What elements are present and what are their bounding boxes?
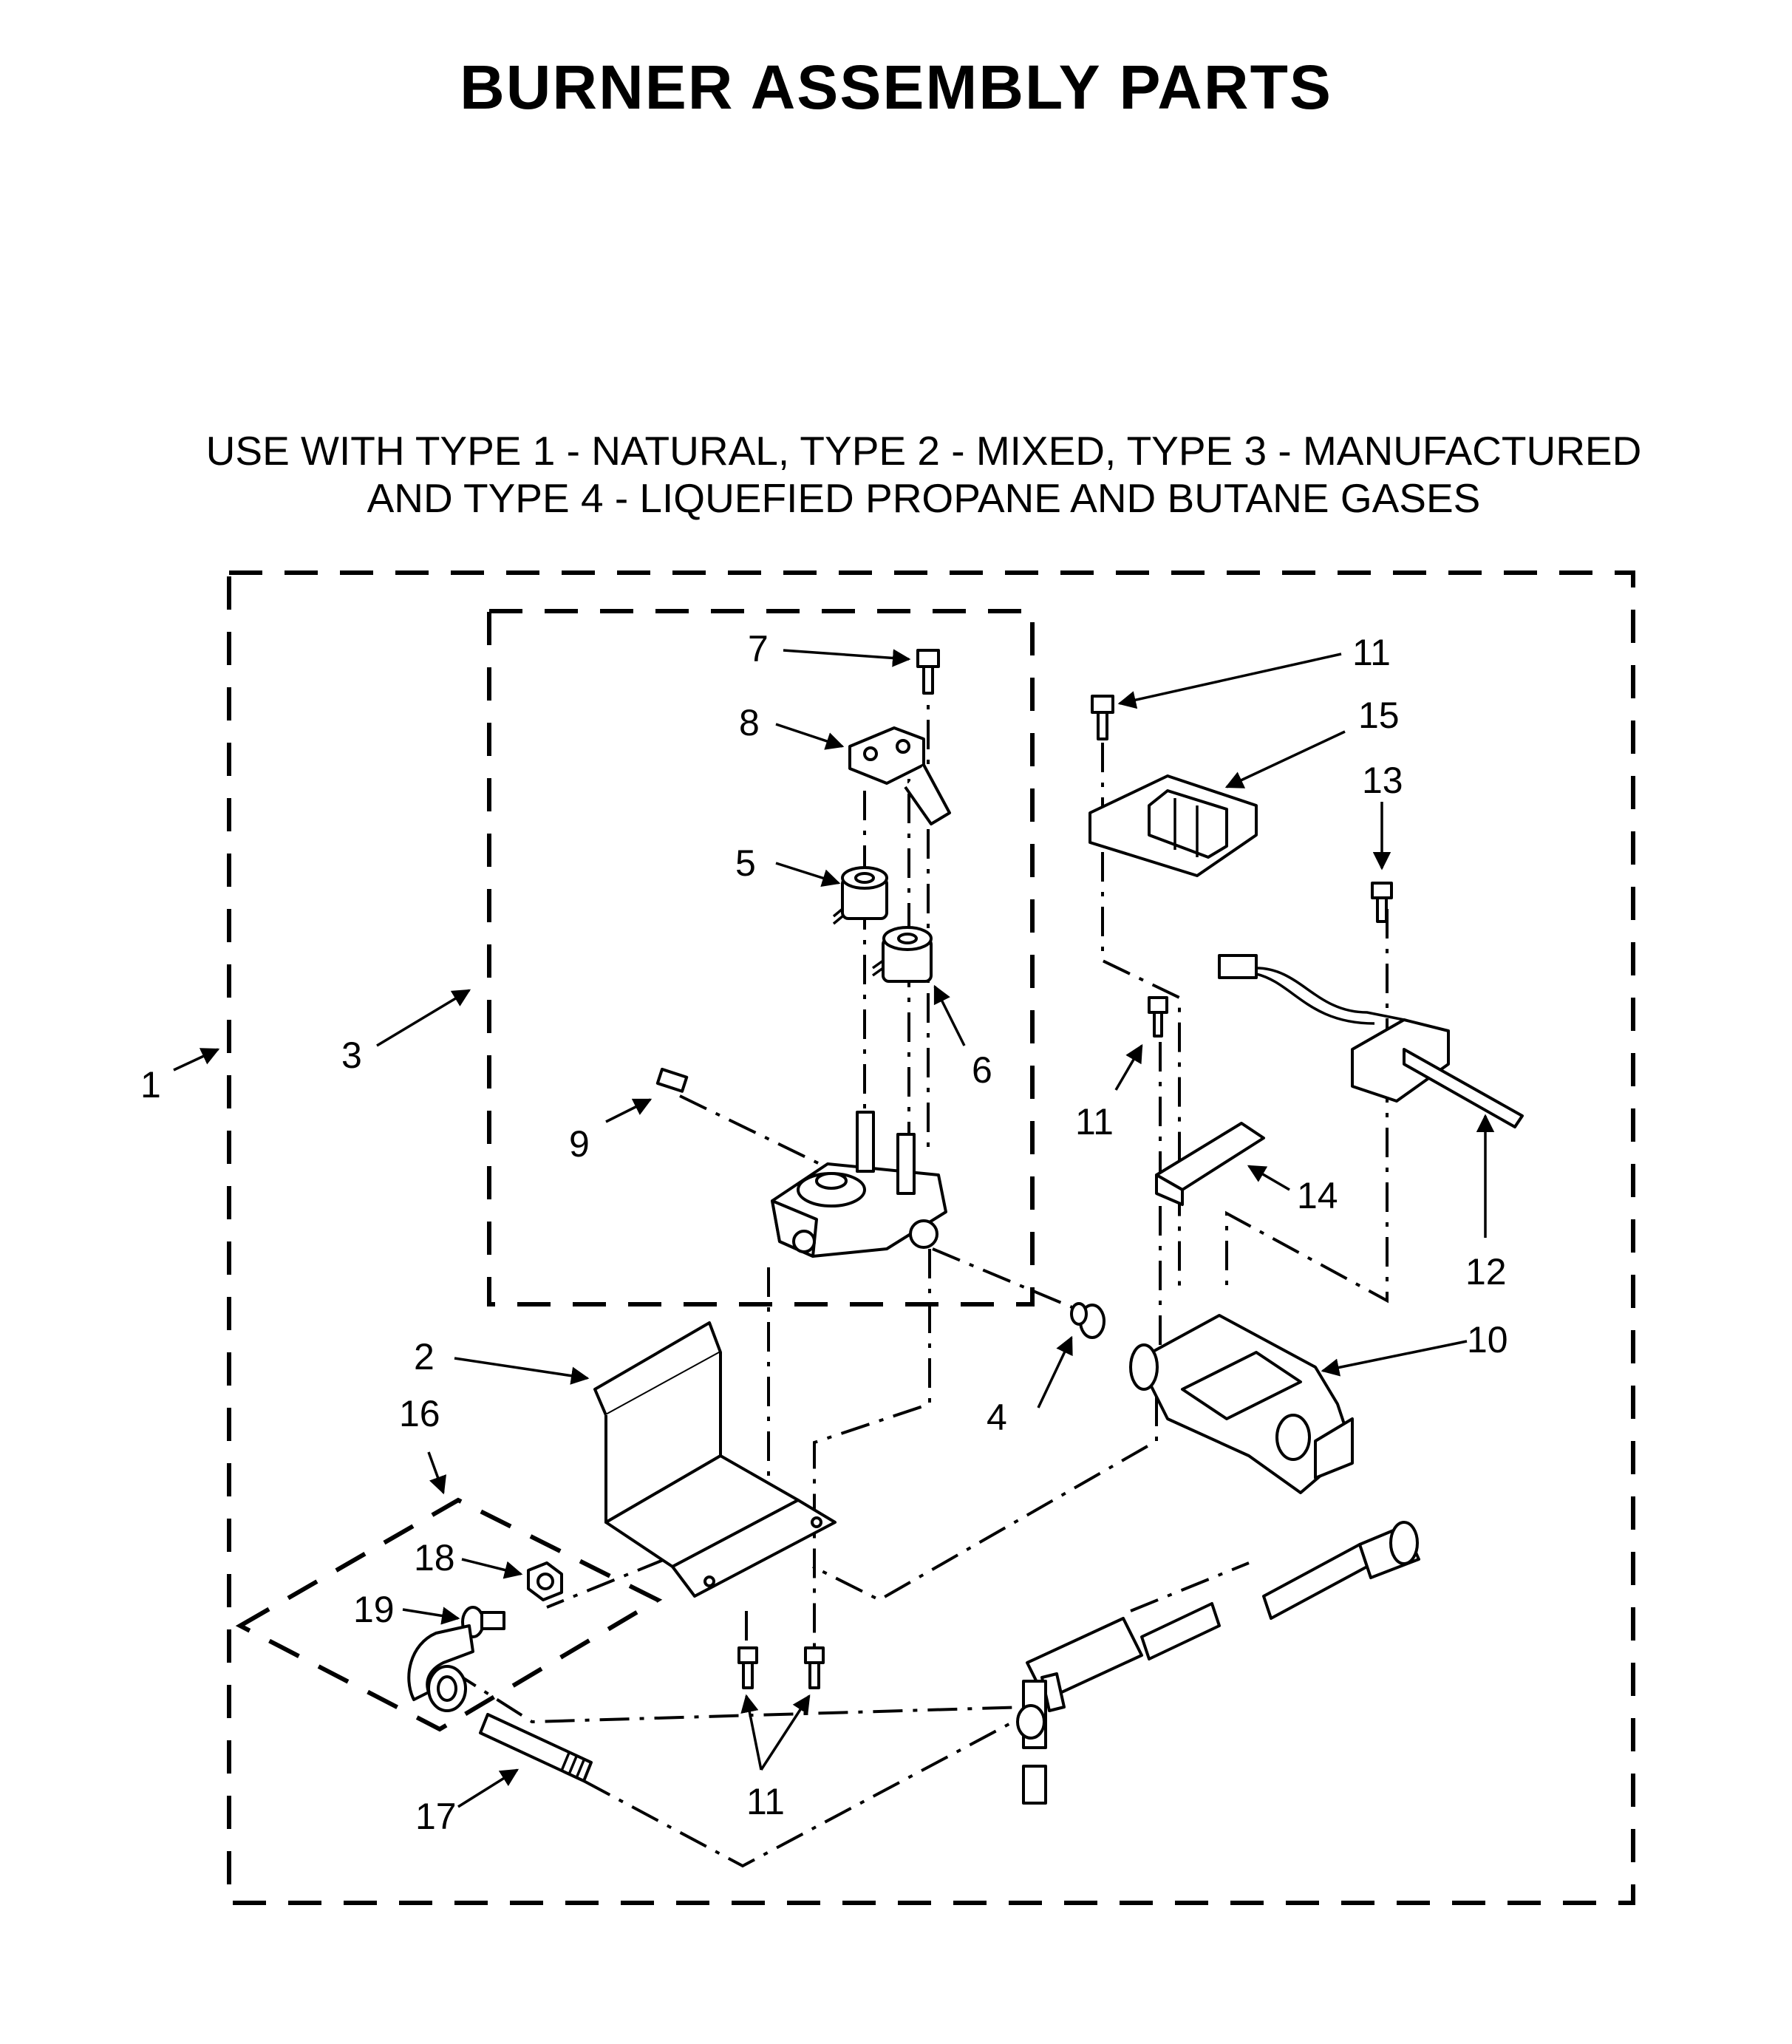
callout-11-lower: 11 [746, 1781, 785, 1822]
part-16-elbow [407, 1624, 474, 1712]
part-11-screw-upper [1091, 695, 1114, 740]
part-4-fitting [1070, 1302, 1105, 1339]
callout-11-upper: 11 [1352, 632, 1391, 673]
callout-3: 3 [341, 1035, 362, 1076]
callout-labels: 1 2 3 4 5 6 7 8 9 10 11 11 11 12 13 14 1… [140, 628, 1508, 1837]
callout-1: 1 [140, 1064, 161, 1106]
callout-10: 10 [1467, 1319, 1508, 1360]
part-11-screw-middle [1148, 996, 1168, 1038]
callout-17: 17 [415, 1796, 457, 1837]
part-7-screw [916, 649, 940, 695]
callout-8: 8 [739, 702, 760, 743]
part-17-pipe-nipple [479, 1713, 593, 1782]
gas-valve-assembly-boundary [487, 609, 1035, 1307]
part-11-screw-lower-right [804, 1646, 825, 1689]
gas-valve-body [771, 1111, 947, 1258]
part-9-orifice [655, 1067, 689, 1093]
part-12-igniter [1218, 954, 1524, 1128]
callout-13: 13 [1362, 760, 1403, 801]
page-title: BURNER ASSEMBLY PARTS [460, 52, 1332, 122]
callout-4: 4 [987, 1397, 1007, 1438]
callout-16: 16 [399, 1393, 440, 1434]
part-18-nut [527, 1561, 563, 1601]
callout-15: 15 [1358, 695, 1400, 736]
part-6-solenoid-coil [871, 926, 933, 983]
callout-14: 14 [1297, 1175, 1338, 1216]
callout-9: 9 [569, 1123, 590, 1165]
callout-5: 5 [735, 842, 756, 884]
part-2-heat-shield [593, 1321, 837, 1598]
callout-6: 6 [972, 1049, 992, 1091]
burner-assembly-boundary [227, 570, 1635, 1905]
part-14-bracket [1155, 1122, 1265, 1206]
part-10-burner [1129, 1314, 1354, 1494]
elbow-kit-boundary [235, 1497, 663, 1732]
part-11-screw-lower-left [737, 1646, 758, 1689]
callout-7: 7 [748, 628, 769, 670]
gas-type-note-line-1: USE WITH TYPE 1 - NATURAL, TYPE 2 - MIXE… [205, 428, 1642, 474]
callout-18: 18 [414, 1537, 455, 1578]
gas-type-note: USE WITH TYPE 1 - NATURAL, TYPE 2 - MIXE… [0, 427, 1792, 522]
part-15-flame-sensor [1089, 774, 1258, 877]
part-13-screw [1371, 882, 1393, 923]
callout-12: 12 [1465, 1251, 1507, 1292]
assembly-path-lines [449, 665, 1389, 1868]
callout-11-middle: 11 [1075, 1101, 1114, 1142]
gas-type-note-line-2: AND TYPE 4 - LIQUEFIED PROPANE AND BUTAN… [367, 475, 1481, 521]
gas-inlet-tube [1016, 1521, 1420, 1805]
callout-19: 19 [353, 1589, 395, 1630]
part-8-coil-bracket [848, 726, 951, 825]
callout-leaders [173, 649, 1495, 1808]
callout-2: 2 [414, 1336, 435, 1377]
part-5-solenoid-coil [832, 866, 888, 925]
